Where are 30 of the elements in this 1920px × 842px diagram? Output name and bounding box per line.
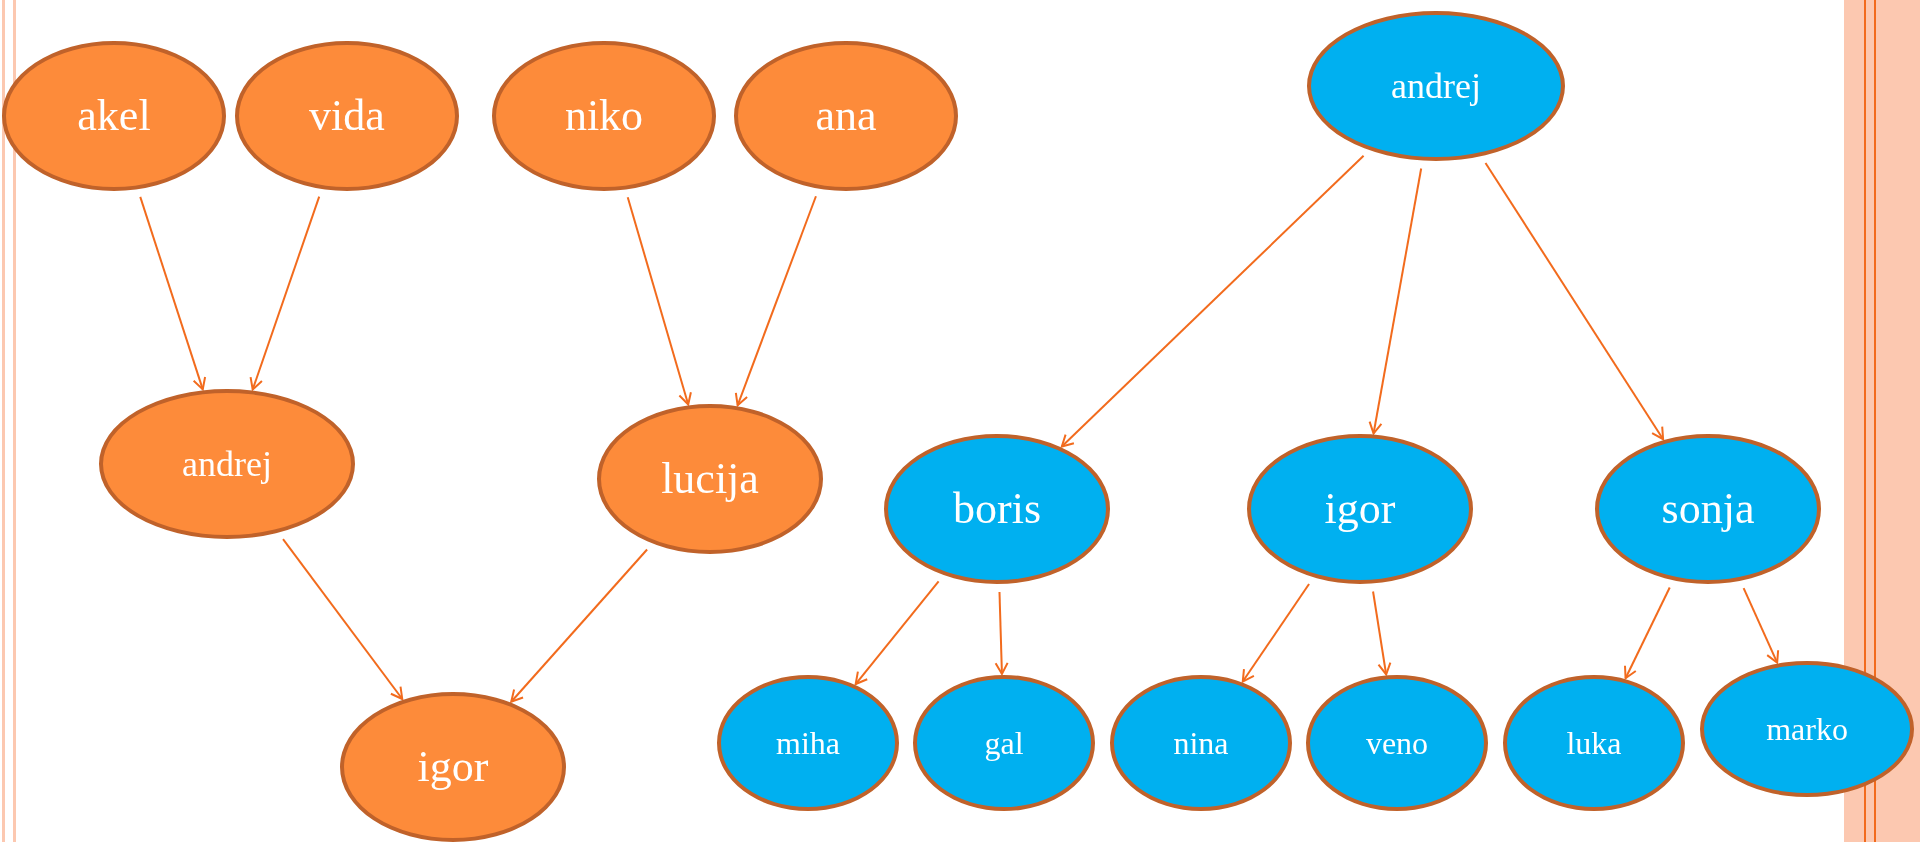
arrow <box>249 195 321 391</box>
arrow <box>1368 167 1423 435</box>
arrow <box>1241 583 1311 683</box>
node-label: veno <box>1365 727 1429 759</box>
node-label: miha <box>776 727 840 759</box>
node-label: gal <box>984 727 1024 759</box>
node-label: andrej <box>182 446 272 482</box>
arrow <box>854 580 940 685</box>
arrow <box>282 538 404 700</box>
node-label: marko <box>1766 713 1848 745</box>
arrow <box>1372 590 1392 676</box>
node-label: igor <box>1324 487 1396 531</box>
arrow <box>1484 162 1665 441</box>
arrow <box>510 548 649 703</box>
node-label: nina <box>1173 727 1229 759</box>
node-label: andrej <box>1391 68 1481 104</box>
node-label: lucija <box>661 457 759 501</box>
arrow <box>1742 587 1780 664</box>
node-label: igor <box>417 745 489 789</box>
arrow <box>139 195 207 391</box>
node-label: boris <box>953 487 1041 531</box>
arrow <box>994 591 1009 675</box>
node-label: luka <box>1566 727 1622 759</box>
node-label: akel <box>77 94 151 138</box>
node-label: ana <box>815 94 877 138</box>
node-label: vida <box>309 94 385 138</box>
arrow <box>626 196 692 406</box>
arrow <box>734 195 817 407</box>
node-label: sonja <box>1661 487 1755 531</box>
node-label: niko <box>564 94 644 138</box>
